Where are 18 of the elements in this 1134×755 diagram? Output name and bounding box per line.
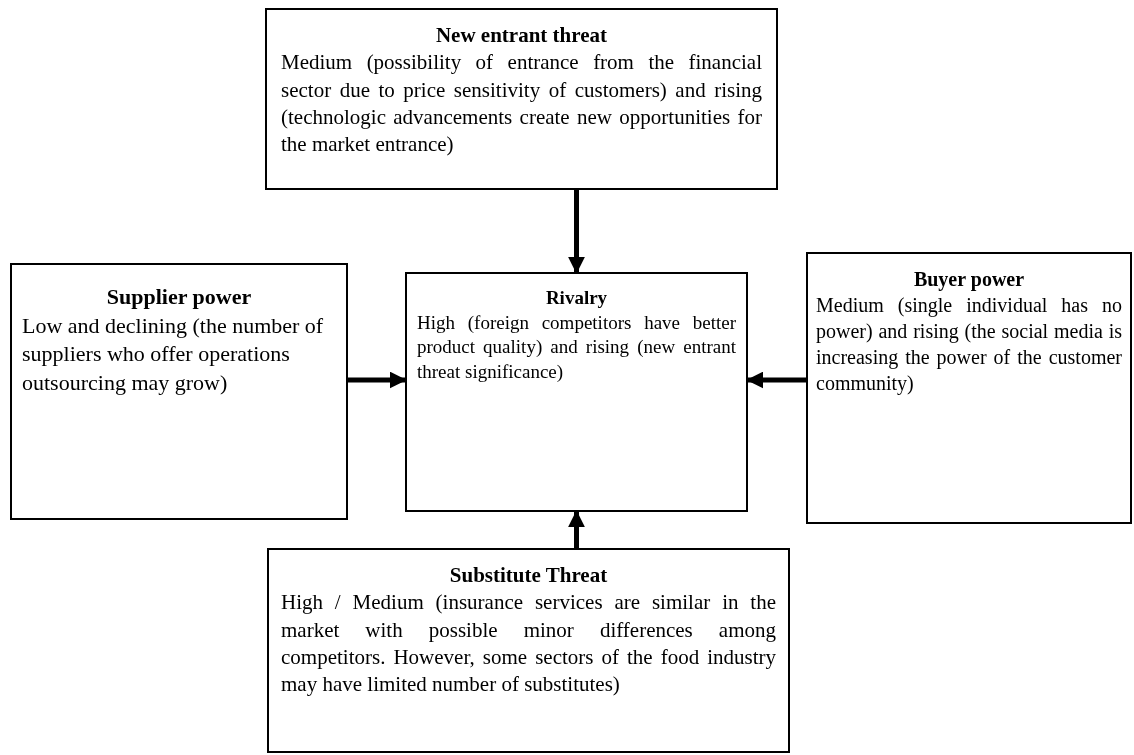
box-description: Low and declining (the number of suppliers who offer operations outsourcing may grow) <box>22 311 325 397</box>
box-heading: Buyer power <box>912 267 1026 292</box>
text-box <box>806 252 1132 524</box>
box-heading: Rivalry <box>544 286 609 310</box>
arrow <box>348 371 407 389</box>
arrow <box>568 510 585 548</box>
arrow <box>568 190 585 274</box>
text-box <box>405 272 748 512</box>
box-description: Medium (single individual has no power) and rising (the social media is increasing the power of the customer community) <box>816 293 1122 396</box>
box-description: High (foreign competitors have better product quality) and rising (new entrant threat significance) <box>417 310 736 385</box>
text-box <box>267 548 790 753</box>
box-heading: Substitute Threat <box>448 562 609 589</box>
box-heading: Supplier power <box>105 283 253 311</box>
box-heading: New entrant threat <box>434 22 609 49</box>
text-box <box>10 263 348 520</box>
box-description: High / Medium (insurance services are similar in the market with possible minor differences among competitors. However, some sectors of the food industry may have limited number of substitutes) <box>281 589 776 699</box>
box-description: Medium (possibility of entrance from the financial sector due to price sensitivity of customers) and rising (technologic advancements create new opportunities for the market entrance) <box>281 49 762 159</box>
text-box <box>265 8 778 190</box>
